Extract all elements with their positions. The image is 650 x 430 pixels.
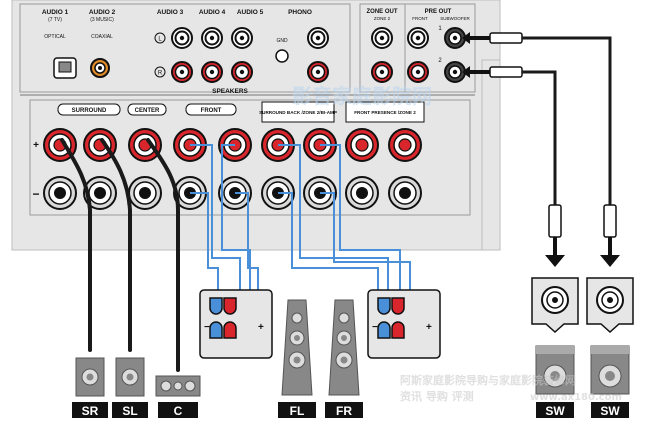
svg-text:+: +: [426, 322, 432, 333]
lr-markers: L R: [154, 32, 166, 78]
gnd-label: GND: [276, 38, 288, 44]
input-label-audio2: AUDIO 2: [89, 9, 116, 16]
input-label-audio4: AUDIO 4: [199, 9, 226, 16]
fr-tower-speaker: [328, 299, 360, 396]
zone-out-title: ZONE OUT: [367, 9, 398, 15]
watermark-line1: 阿斯家庭影院导购与家庭影院装修网: [400, 373, 576, 387]
svg-text:L: L: [158, 37, 162, 43]
label-sl: SL: [122, 404, 137, 418]
spk-group-center: CENTER: [135, 108, 160, 114]
watermark-url: www.ax180.com: [530, 392, 622, 403]
watermark-line2: 资讯 导购 评测: [400, 389, 474, 403]
subwoofer-input-box-2: [586, 277, 634, 334]
label-fr: FR: [336, 404, 352, 418]
minus-marker: −: [32, 187, 39, 201]
subwoofer-1: [535, 345, 575, 395]
watermark-top: 影音家庭影院网: [292, 84, 432, 108]
spk-group-front: FRONT: [201, 108, 222, 114]
pre-out-front: FRONT: [412, 16, 428, 21]
spk-group-front-presence: FRONT PRESENCE /ZONE 2: [354, 110, 416, 115]
surround-center-cables: [60, 138, 180, 372]
fr-speaker-terminal-box: − +: [367, 289, 441, 359]
subwoofer-cables: [462, 32, 620, 267]
receiver-rear-panel: AUDIO 1 (7 TV) AUDIO 2 (3 MUSIC) AUDIO 3…: [11, 0, 501, 251]
fl-tower-speaker: [281, 299, 313, 396]
spk-group-surround: SURROUND: [72, 108, 107, 114]
svg-text:R: R: [158, 71, 163, 77]
zone-out-sub: ZONE 2: [374, 16, 391, 21]
subwoofer-port1-label: 1: [438, 26, 442, 32]
pre-out-title: PRE OUT: [425, 9, 452, 15]
input-sub-audio2: (3 MUSIC): [90, 17, 114, 23]
optical-label: OPTICAL: [44, 34, 66, 40]
pre-out-subwoofer: SUBWOOFER: [440, 16, 470, 21]
svg-text:−: −: [372, 322, 378, 333]
label-sw2: SW: [600, 404, 620, 418]
sr-speaker: [75, 357, 105, 397]
label-fl: FL: [290, 404, 305, 418]
input-label-phono: PHONO: [288, 9, 312, 16]
gnd-screw: [275, 49, 289, 63]
coaxial-label: COAXIAL: [91, 34, 113, 40]
label-c: C: [174, 404, 183, 418]
speaker-labels: SR SL C FL FR SW SW: [72, 402, 629, 418]
fl-speaker-terminal-box: − +: [199, 289, 273, 359]
binding-posts-black: [43, 176, 422, 210]
spk-group-surround-back: SURROUND BACK /ZONE 2/BI-AMP: [259, 110, 337, 115]
subwoofer-2: [590, 345, 630, 395]
watermark: 影音家庭影院网 阿斯家庭影院导购与家庭影院装修网 资讯 导购 评测 www.ax…: [292, 84, 622, 403]
coaxial-port: [90, 58, 110, 78]
c-speaker: [155, 375, 201, 397]
input-label-audio5: AUDIO 5: [237, 9, 264, 16]
subwoofer-port2-label: 2: [438, 58, 442, 64]
label-sr: SR: [82, 404, 99, 418]
input-sub-audio1: (7 TV): [48, 17, 62, 23]
input-label-audio3: AUDIO 3: [157, 9, 184, 16]
plus-marker: +: [33, 140, 39, 151]
subwoofer-input-box-1: [531, 277, 579, 334]
input-label-audio1: AUDIO 1: [42, 9, 69, 16]
speakers-title: SPEAKERS: [212, 88, 248, 95]
svg-text:−: −: [204, 322, 210, 333]
label-sw1: SW: [545, 404, 565, 418]
svg-text:+: +: [258, 322, 264, 333]
sl-speaker: [115, 357, 145, 397]
